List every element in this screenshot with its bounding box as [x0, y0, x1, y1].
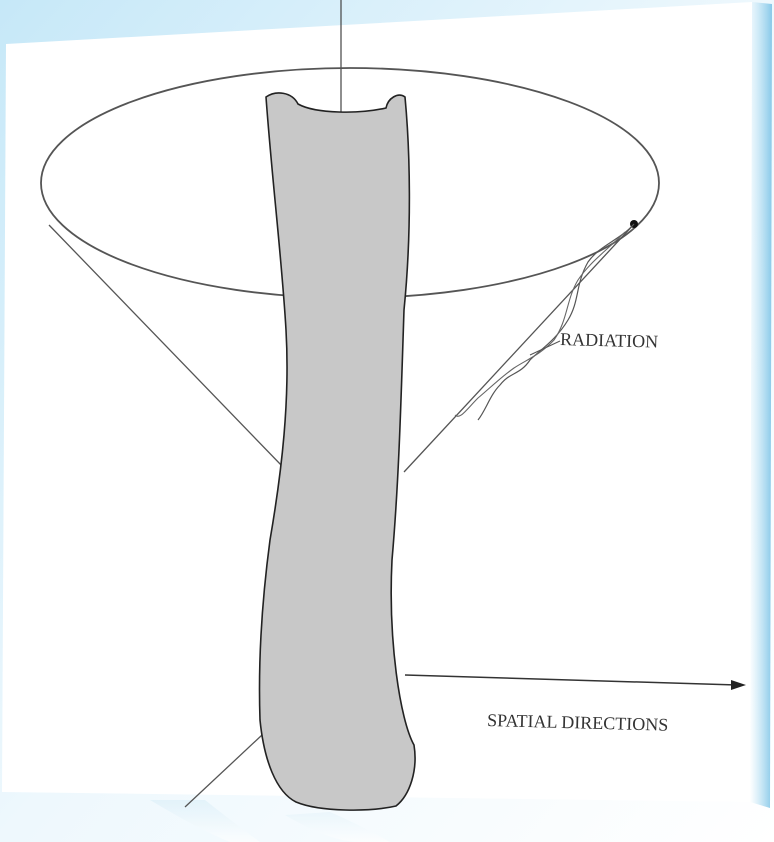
radiation-label: RADIATION — [560, 329, 658, 352]
worldtube — [259, 93, 415, 810]
page-shadow — [750, 2, 772, 808]
